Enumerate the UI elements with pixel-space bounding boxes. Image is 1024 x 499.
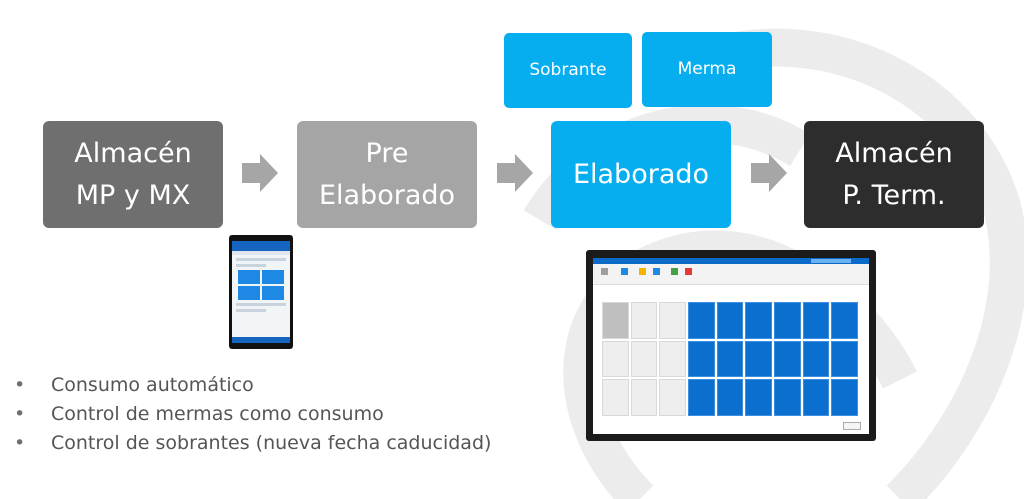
- app-tile-grid: [602, 302, 858, 416]
- phone-screenshot: [229, 235, 293, 349]
- arrow-right-icon: [242, 154, 278, 192]
- desktop-app-screenshot: [586, 250, 876, 441]
- pre-elaborado-label: Pre Elaborado: [318, 137, 456, 211]
- arrow-right-icon: [751, 154, 787, 192]
- bullet-item: •Control de mermas como consumo: [14, 403, 384, 425]
- merma-box: Merma: [642, 32, 772, 107]
- merma-label: Merma: [677, 59, 737, 80]
- feature-bullet-list: •Consumo automático •Control de mermas c…: [14, 371, 491, 458]
- pre-elaborado-box: Pre Elaborado: [297, 121, 477, 228]
- almacen-mp-mx-label: Almacén MP y MX: [74, 137, 192, 211]
- almacen-p-term-box: Almacén P. Term.: [804, 121, 984, 228]
- bullet-item: •Consumo automático: [14, 374, 254, 396]
- app-title-line: [593, 285, 869, 297]
- elaborado-label: Elaborado: [572, 158, 710, 190]
- sobrante-box: Sobrante: [504, 33, 632, 108]
- almacen-mp-mx-box: Almacén MP y MX: [43, 121, 223, 228]
- elaborado-box: Elaborado: [551, 121, 731, 228]
- arrow-right-icon: [497, 154, 533, 192]
- almacen-p-term-label: Almacén P. Term.: [835, 137, 953, 211]
- bullet-item: •Control de sobrantes (nueva fecha caduc…: [14, 432, 492, 454]
- sobrante-label: Sobrante: [529, 60, 607, 81]
